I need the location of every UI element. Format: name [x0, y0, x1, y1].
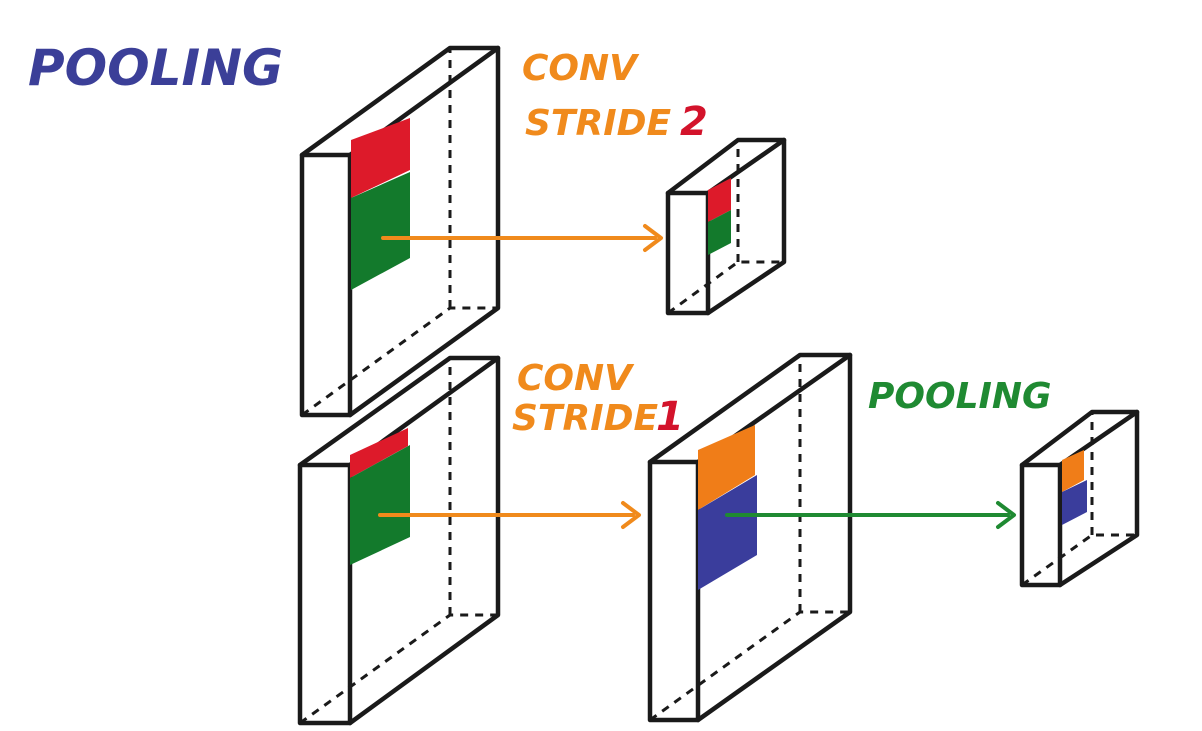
conv-label-top: CONV [522, 48, 640, 89]
stride-number-bottom: 1 [656, 394, 684, 440]
title: POOLING [28, 39, 283, 97]
arrow-conv-stride-1 [378, 501, 641, 529]
stride-number-top: 2 [680, 99, 708, 145]
input-volume-bottom [297, 355, 501, 726]
output-volume-stride-1 [647, 352, 853, 723]
stride-label-top: STRIDE [525, 103, 671, 144]
arrow-pooling [725, 501, 1016, 529]
pooled-output-volume [1019, 409, 1140, 588]
orange-patch-pooled [1062, 450, 1084, 492]
stride-label-bottom: STRIDE [512, 398, 658, 439]
orange-patch-middle [698, 425, 755, 510]
pooling-operation-label: POOLING [868, 376, 1052, 417]
green-patch-output-top [708, 210, 731, 255]
red-patch-bottom-input [350, 428, 408, 478]
red-patch-top-input [351, 118, 410, 198]
green-patch-bottom-input [350, 445, 410, 565]
output-volume-stride-2 [665, 137, 787, 316]
arrow-conv-stride-2 [381, 224, 663, 252]
blue-patch-middle [698, 475, 757, 590]
input-volume-top [299, 45, 501, 418]
conv-label-bottom: CONV [517, 358, 635, 399]
red-patch-output-top [708, 178, 731, 222]
green-patch-top-input [351, 172, 410, 290]
blue-patch-pooled [1062, 480, 1087, 525]
